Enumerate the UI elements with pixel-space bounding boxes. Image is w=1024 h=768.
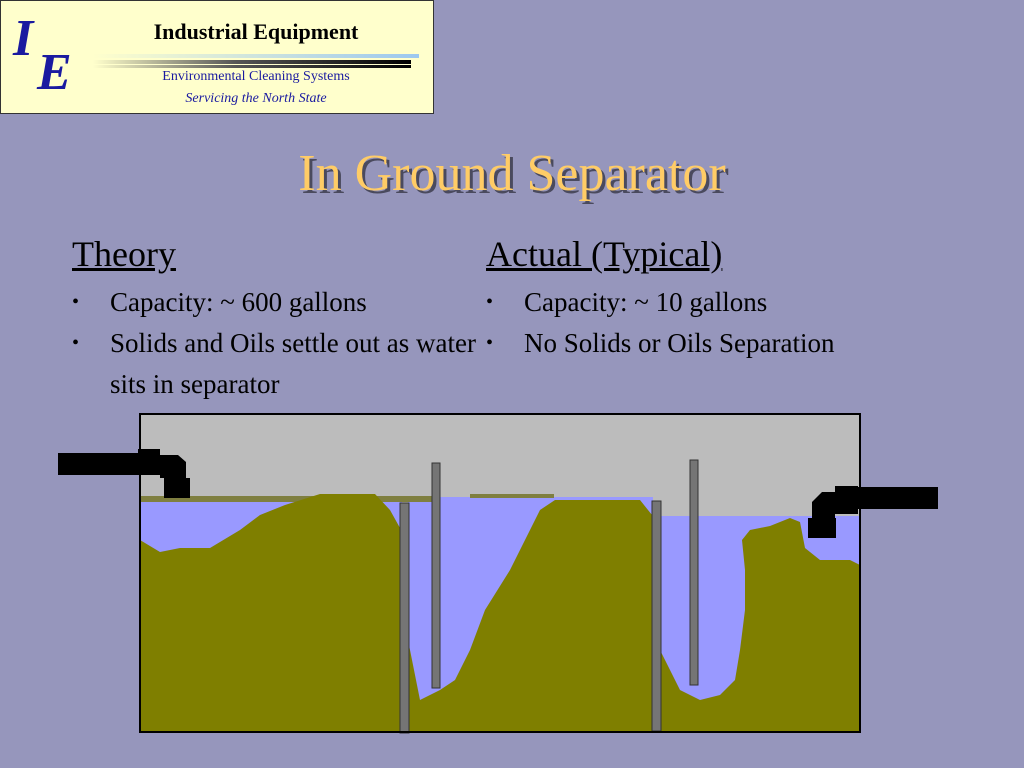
company-tagline: Servicing the North State <box>185 91 327 106</box>
actual-bullet-capacity: Capacity: ~ 10 gallons <box>486 282 926 323</box>
baffle-2 <box>431 462 441 689</box>
theory-heading: Theory <box>72 234 176 274</box>
logo-stripes <box>93 54 419 68</box>
theory-bullet-capacity: Capacity: ~ 600 gallons <box>72 282 492 323</box>
inlet-pipe <box>58 449 190 498</box>
company-subtitle: Environmental Cleaning Systems <box>162 69 350 84</box>
sludge-mass-1 <box>140 494 402 732</box>
outlet-pipe <box>808 486 938 538</box>
tank-outline <box>139 413 861 733</box>
oil-film-left <box>140 496 432 502</box>
baffle-1 <box>399 502 410 734</box>
theory-bullet-list: Capacity: ~ 600 gallons Solids and Oils … <box>72 282 492 405</box>
theory-column: Theory Capacity: ~ 600 gallons Solids an… <box>72 232 492 405</box>
actual-column: Actual (Typical) Capacity: ~ 10 gallons … <box>486 232 926 364</box>
logo-box: I E Industrial Equipment Environmental C… <box>0 0 434 114</box>
theory-bullet-settling: Solids and Oils settle out as water sits… <box>72 323 492 405</box>
slide-title: In Ground Separator <box>298 145 726 202</box>
baffle-3 <box>651 500 662 732</box>
actual-bullet-list: Capacity: ~ 10 gallons No Solids or Oils… <box>486 282 926 364</box>
company-name: Industrial Equipment <box>153 19 359 44</box>
oil-film-middle <box>470 494 554 498</box>
logo-letter-e: E <box>37 44 72 101</box>
actual-heading: Actual (Typical) <box>486 234 723 274</box>
logo-letter-i: I <box>13 10 34 67</box>
sludge-mass-3 <box>660 518 860 732</box>
actual-bullet-separation: No Solids or Oils Separation <box>486 323 926 364</box>
logo-monogram: I E <box>1 1 91 111</box>
baffle-4 <box>689 459 699 686</box>
sludge-mass-2 <box>408 500 653 732</box>
